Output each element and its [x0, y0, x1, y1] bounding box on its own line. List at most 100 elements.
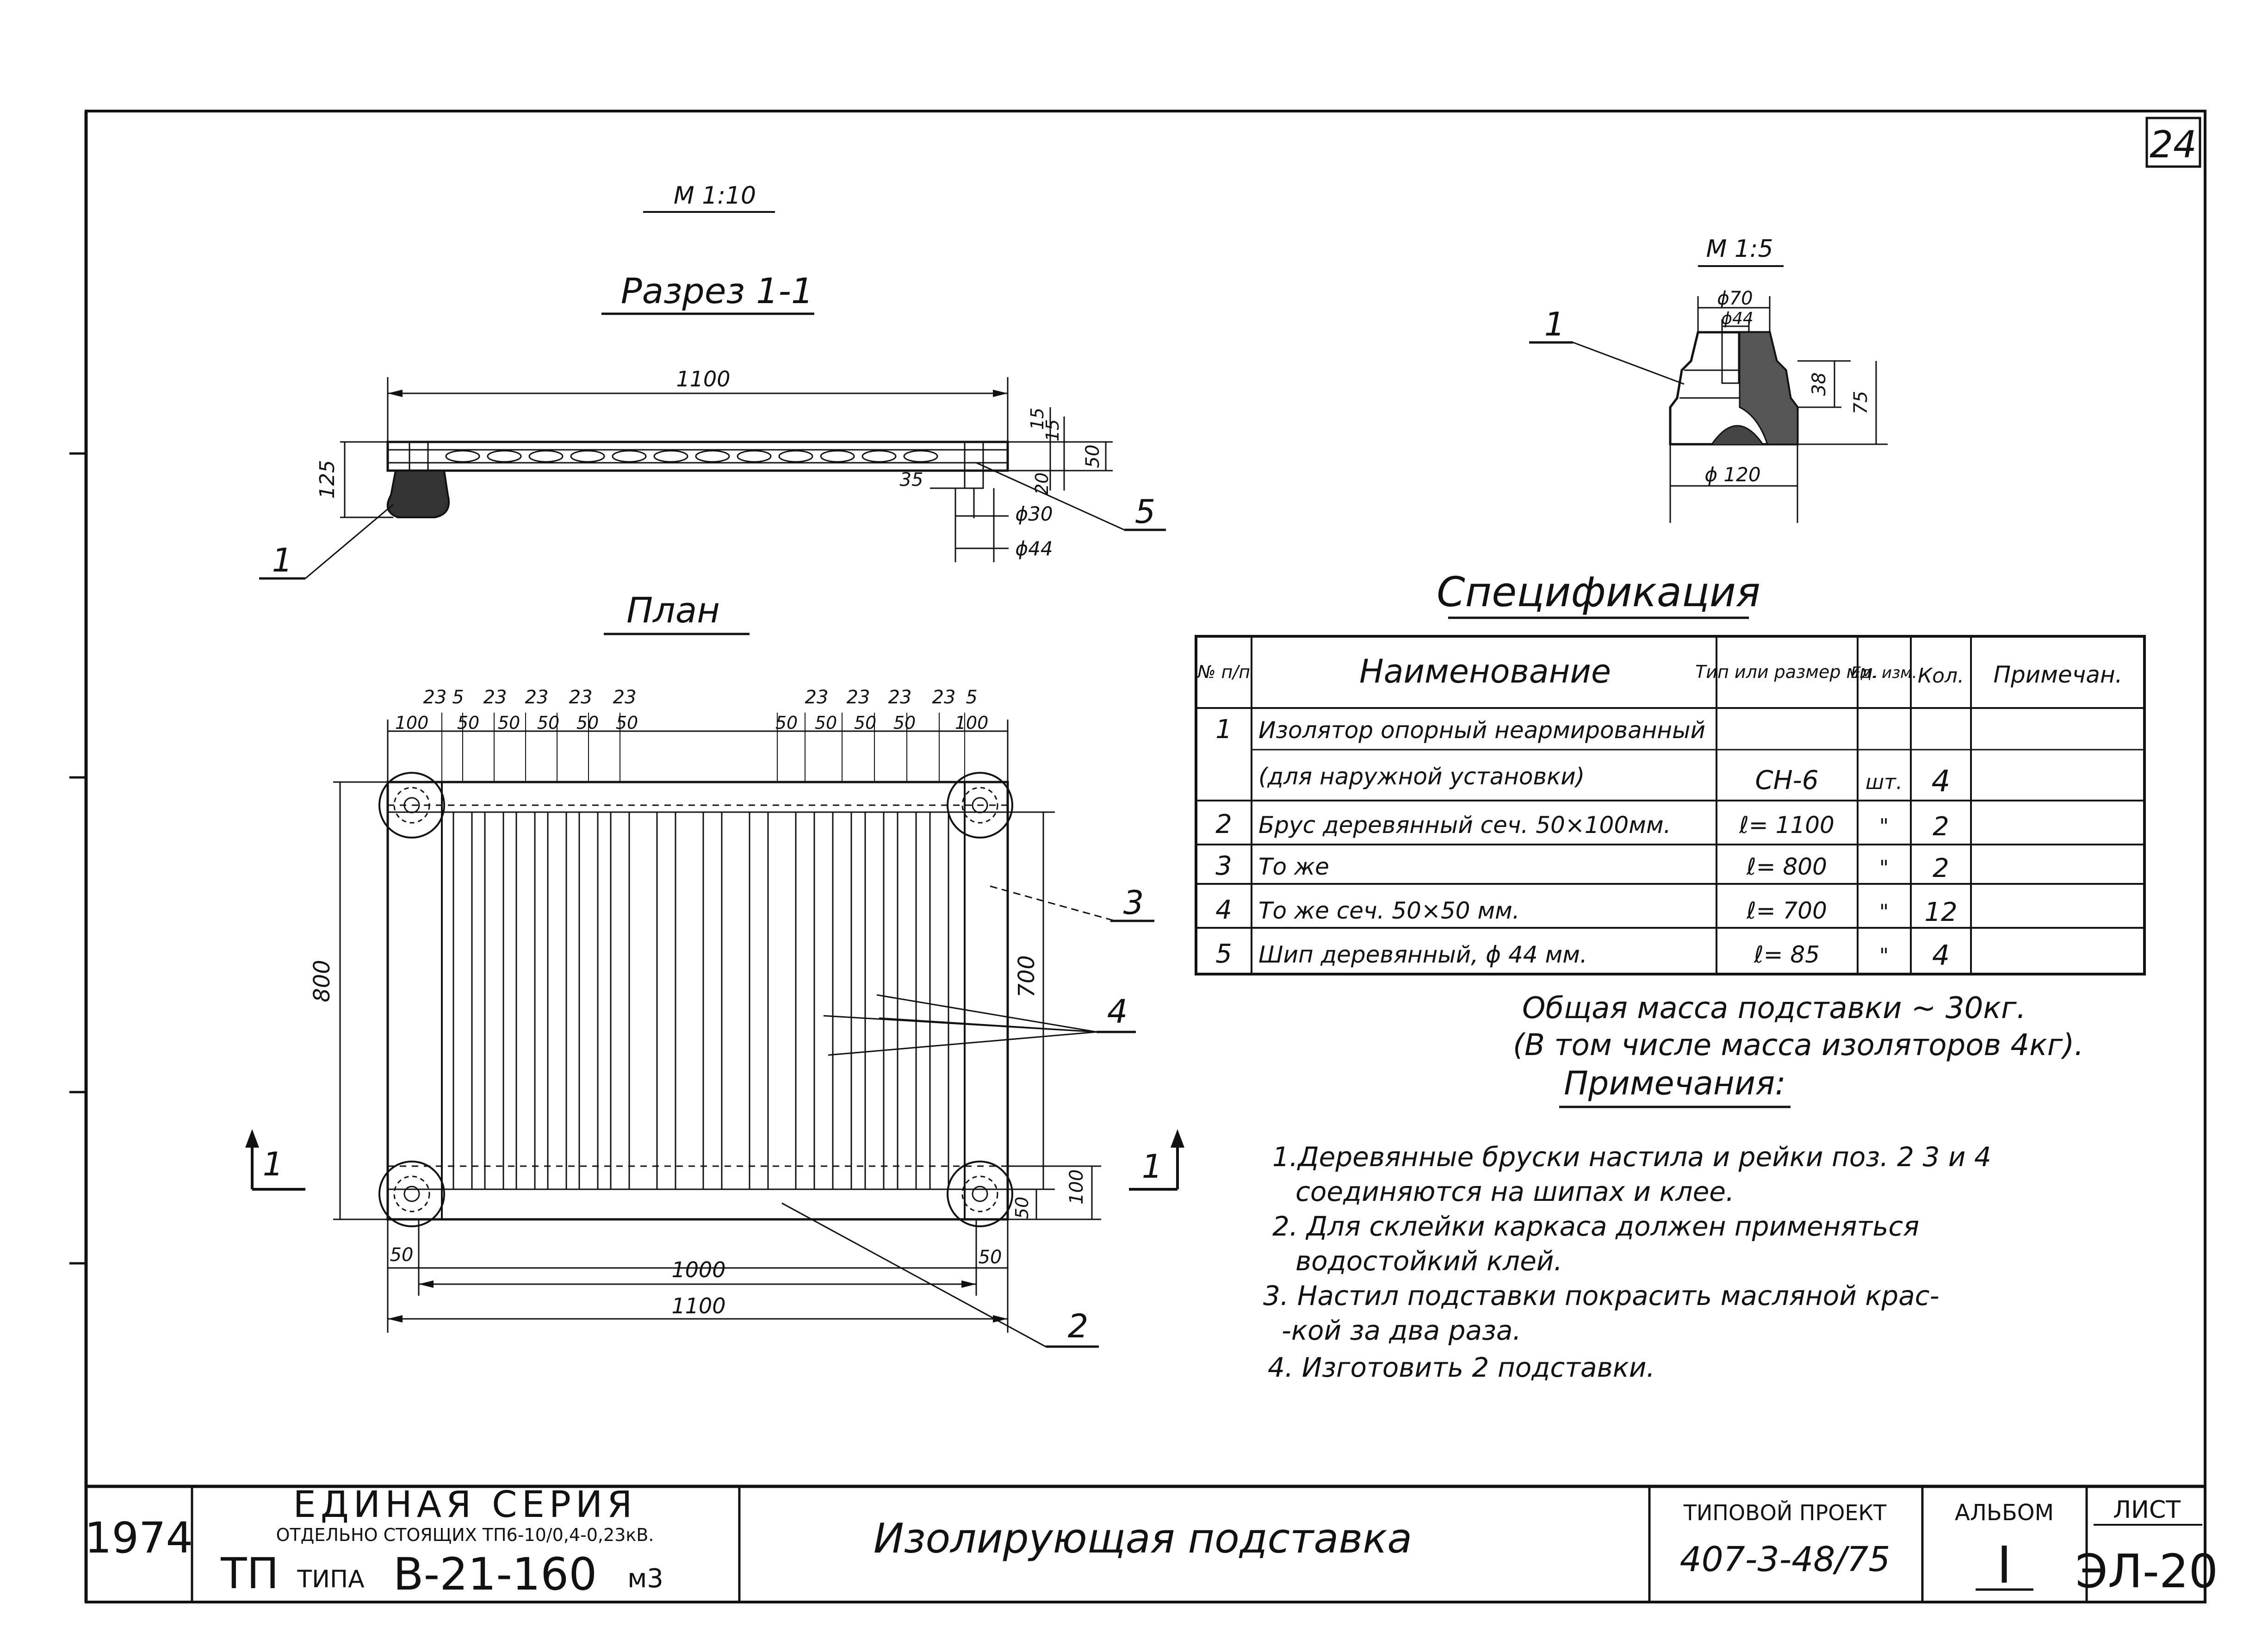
plan-top-dim-l0: 23 — [423, 687, 447, 708]
spec-row1-unit: шт. — [1865, 770, 1902, 794]
section-slat-ovals — [445, 450, 938, 463]
spec-row3-name: То же — [1258, 853, 1329, 880]
plan-slats — [452, 811, 949, 1190]
section-callout-1: 1 — [272, 541, 293, 579]
plan-dim-800: 800 — [309, 960, 335, 1002]
plan-spacing-r2: 50 — [854, 713, 876, 733]
plan-dim-1000: 1000 — [671, 1257, 725, 1282]
title-album-label: АЛЬБОМ — [1955, 1500, 2054, 1526]
section-scale: М 1:10 — [674, 182, 756, 210]
mass-line-1: Общая масса подставки ~ 30кг. — [1522, 991, 2026, 1025]
insulator-callout-1: 1 — [1544, 305, 1565, 343]
plan-top-dim-l3: 23 — [525, 687, 549, 708]
spec-header-note: Примечан. — [1993, 661, 2122, 688]
section-dim-d30: ϕ30 — [1015, 503, 1053, 525]
spec-header-name: Наименование — [1359, 652, 1611, 690]
spec-header-type: Тип или размер мм. — [1695, 662, 1878, 682]
note-line-5: -кой за два раза. — [1282, 1315, 1521, 1346]
insulator-dim-38: 38 — [1809, 373, 1830, 396]
plan-callout-3: 3 — [1123, 884, 1144, 922]
spec-row3-unit: " — [1879, 856, 1889, 880]
spec-row4-name: То же сеч. 50×50 мм. — [1258, 897, 1520, 924]
plan-top-dim-l1: 5 — [452, 687, 464, 708]
plan-top-dim-l2: 23 — [483, 687, 507, 708]
spec-row5-name: Шип деревянный, ϕ 44 мм. — [1258, 941, 1587, 968]
section-dim-15b: 15 — [1042, 419, 1063, 441]
plan-top-dim-r3: 23 — [932, 687, 956, 708]
spec-row5-type: ℓ= 85 — [1754, 941, 1820, 968]
plan-insulators — [378, 772, 1013, 1227]
plan-spacing-l4: 50 — [576, 713, 599, 733]
plan-top-dim-r2: 23 — [888, 687, 912, 708]
spec-row3-num: 3 — [1215, 851, 1232, 881]
section-dim-20: 20 — [1032, 472, 1052, 495]
sheet-frame — [69, 110, 2206, 1603]
plan-dim-700: 700 — [1014, 955, 1040, 998]
plan-callout-2: 2 — [1068, 1307, 1089, 1345]
plan-section-mark-left-label: 1 — [263, 1145, 284, 1183]
plan-top-dim-l4: 23 — [569, 687, 593, 708]
section-dim-15a: 15 — [1027, 408, 1047, 430]
plan-callout-4: 4 — [1107, 993, 1128, 1031]
plan-dim-50-right: 50 — [979, 1247, 1002, 1268]
plan-title: План — [626, 590, 720, 631]
section-title: Разрез 1-1 — [621, 270, 814, 311]
spec-row2-name: Брус деревянный сеч. 50×100мм. — [1258, 812, 1671, 839]
spec-title: Спецификация — [1437, 568, 1760, 616]
spec-header-unit: Ед. изм. — [1851, 664, 1917, 682]
spec-row1-name: (для наружной установки) — [1258, 763, 1585, 790]
spec-row0-name: Изолятор опорный неармированный — [1258, 717, 1705, 744]
title-project-label: ТИПОВОЙ ПРОЕКТ — [1683, 1500, 1887, 1525]
section-dim-d44: ϕ44 — [1015, 537, 1053, 560]
insulator-dim-d120: ϕ 120 — [1704, 463, 1760, 486]
plan-section-mark-right: 1 — [1129, 1129, 1184, 1191]
section-dim-height: 125 — [316, 460, 339, 499]
spec-row1-qty: 4 — [1932, 764, 1951, 799]
section-view: М 1:10 Разрез 1-1 1100 — [259, 182, 1166, 580]
notes: Примечания: 1.Деревянные бруски настила … — [1263, 1064, 1991, 1383]
plan-section-mark-left: 1 — [245, 1129, 305, 1191]
plan-spacing-r0: 50 — [775, 713, 798, 733]
spec-row3-qty: 2 — [1933, 853, 1949, 883]
title-album-value: I — [1997, 1535, 2012, 1595]
plan-top-dim-r0: 23 — [805, 687, 829, 708]
insulator-dim-75: 75 — [1850, 391, 1871, 415]
mass-line-2: (В том числе масса изоляторов 4кг). — [1513, 1028, 2084, 1062]
spec-row5-num: 5 — [1215, 939, 1232, 969]
plan-spacing-r3: 50 — [893, 713, 916, 733]
title-tp-type-word: ТИПА — [297, 1565, 365, 1593]
plan-spacing-r4: 100 — [955, 713, 989, 733]
note-line-2: 2. Для склейки каркаса должен применятьс… — [1272, 1211, 1919, 1242]
spec-row1-type: СН-6 — [1755, 765, 1818, 795]
insulator-dim-d70: ϕ70 — [1717, 288, 1753, 309]
spec-table: Спецификация № п/п Наименование Тип или … — [1195, 568, 2146, 975]
insulator-detail: М 1:5 ϕ70 ϕ44 38 75 ϕ 120 1 — [1529, 235, 1888, 523]
plan-top-dim-r1: 23 — [847, 687, 870, 708]
note-line-1: соединяются на шипах и клее. — [1295, 1176, 1734, 1207]
spec-row0-num: 1 — [1215, 714, 1232, 745]
spec-row4-qty: 12 — [1924, 897, 1957, 927]
spec-row2-type: ℓ= 1100 — [1739, 812, 1834, 839]
spec-row5-unit: " — [1879, 944, 1889, 968]
plan-dim-1100: 1100 — [671, 1293, 725, 1318]
section-callout-5: 5 — [1135, 493, 1156, 531]
title-drawing-name: Изолирующая подставка — [874, 1515, 1412, 1562]
plan-dim-50-side: 50 — [1012, 1197, 1032, 1219]
spec-row5-qty: 4 — [1932, 939, 1950, 972]
spec-row3-type: ℓ= 800 — [1746, 853, 1827, 880]
plan-top-dim-l5: 23 — [613, 687, 637, 708]
plan-spacing-l3: 50 — [537, 713, 559, 733]
section-dim-35: 35 — [900, 469, 923, 491]
spec-row2-num: 2 — [1215, 809, 1232, 839]
spec-row4-type: ℓ= 700 — [1746, 897, 1827, 924]
spec-row2-qty: 2 — [1933, 812, 1949, 842]
title-project-value: 407-3-48/75 — [1680, 1540, 1890, 1579]
spec-header-num: № п/п — [1196, 662, 1250, 682]
title-block: 1974 ЕДИНАЯ СЕРИЯ ОТДЕЛЬНО СТОЯЩИХ ТП6-1… — [85, 1484, 2218, 1602]
plan-dim-100: 100 — [1066, 1169, 1087, 1205]
note-line-3: водостойкий клей. — [1295, 1245, 1562, 1277]
title-series: ЕДИНАЯ СЕРИЯ — [293, 1484, 637, 1526]
insulator-scale: М 1:5 — [1706, 235, 1773, 263]
note-line-6: 4. Изготовить 2 подставки. — [1268, 1352, 1655, 1383]
plan-spacing-l0: 100 — [395, 713, 429, 733]
